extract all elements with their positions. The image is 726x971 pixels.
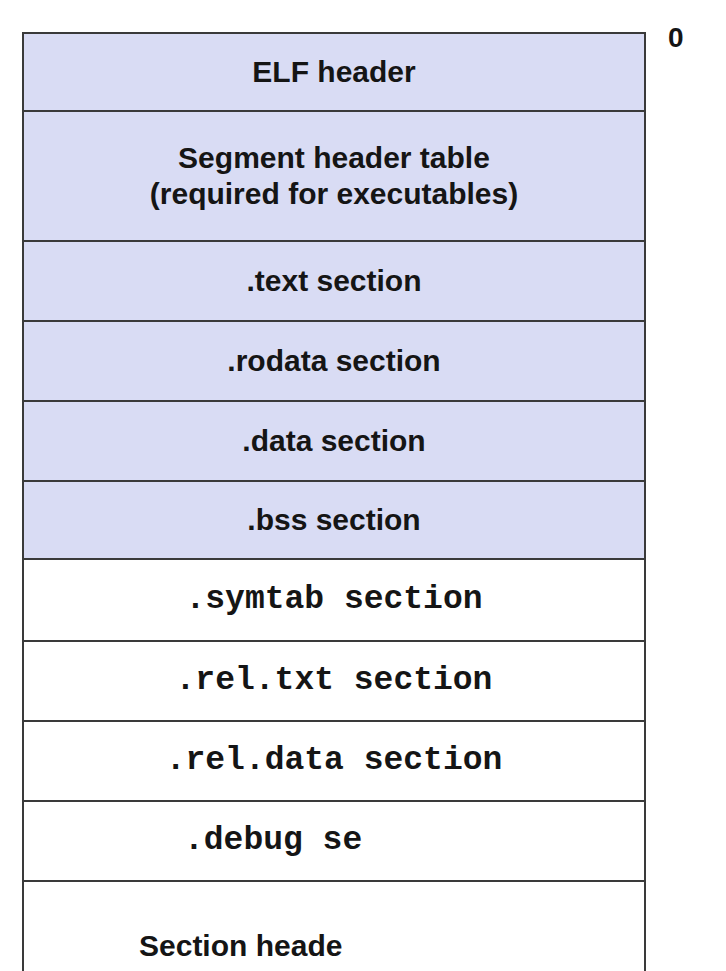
elf-section-box: .rel.data section: [22, 720, 646, 802]
section-name: .bss section: [247, 502, 420, 538]
section-name: ELF header: [252, 54, 415, 90]
section-name: Segment header table (required for execu…: [134, 140, 534, 212]
elf-section-box: .rodata section: [22, 320, 646, 402]
section-name: .rel.txt section: [176, 661, 493, 701]
section-name: .data section: [242, 423, 425, 459]
elf-section-box: Section heade: [22, 880, 646, 971]
elf-section-box: ELF header: [22, 32, 646, 112]
section-name: .rel.data section: [166, 741, 503, 781]
section-name: .rodata section: [227, 343, 440, 379]
elf-section-box: .rel.txt section: [22, 640, 646, 722]
elf-section-box: .debug se: [22, 800, 646, 882]
elf-section-box: .text section: [22, 240, 646, 322]
elf-section-box: .symtab section: [22, 558, 646, 642]
section-name: .debug se: [184, 821, 362, 861]
section-name: .text section: [246, 263, 421, 299]
offset-label: 0: [668, 22, 684, 54]
elf-section-box: .data section: [22, 400, 646, 482]
elf-section-box: .bss section: [22, 480, 646, 560]
section-name: Section heade: [139, 928, 342, 964]
elf-section-box: Segment header table (required for execu…: [22, 110, 646, 242]
section-name: .symtab section: [185, 580, 482, 620]
